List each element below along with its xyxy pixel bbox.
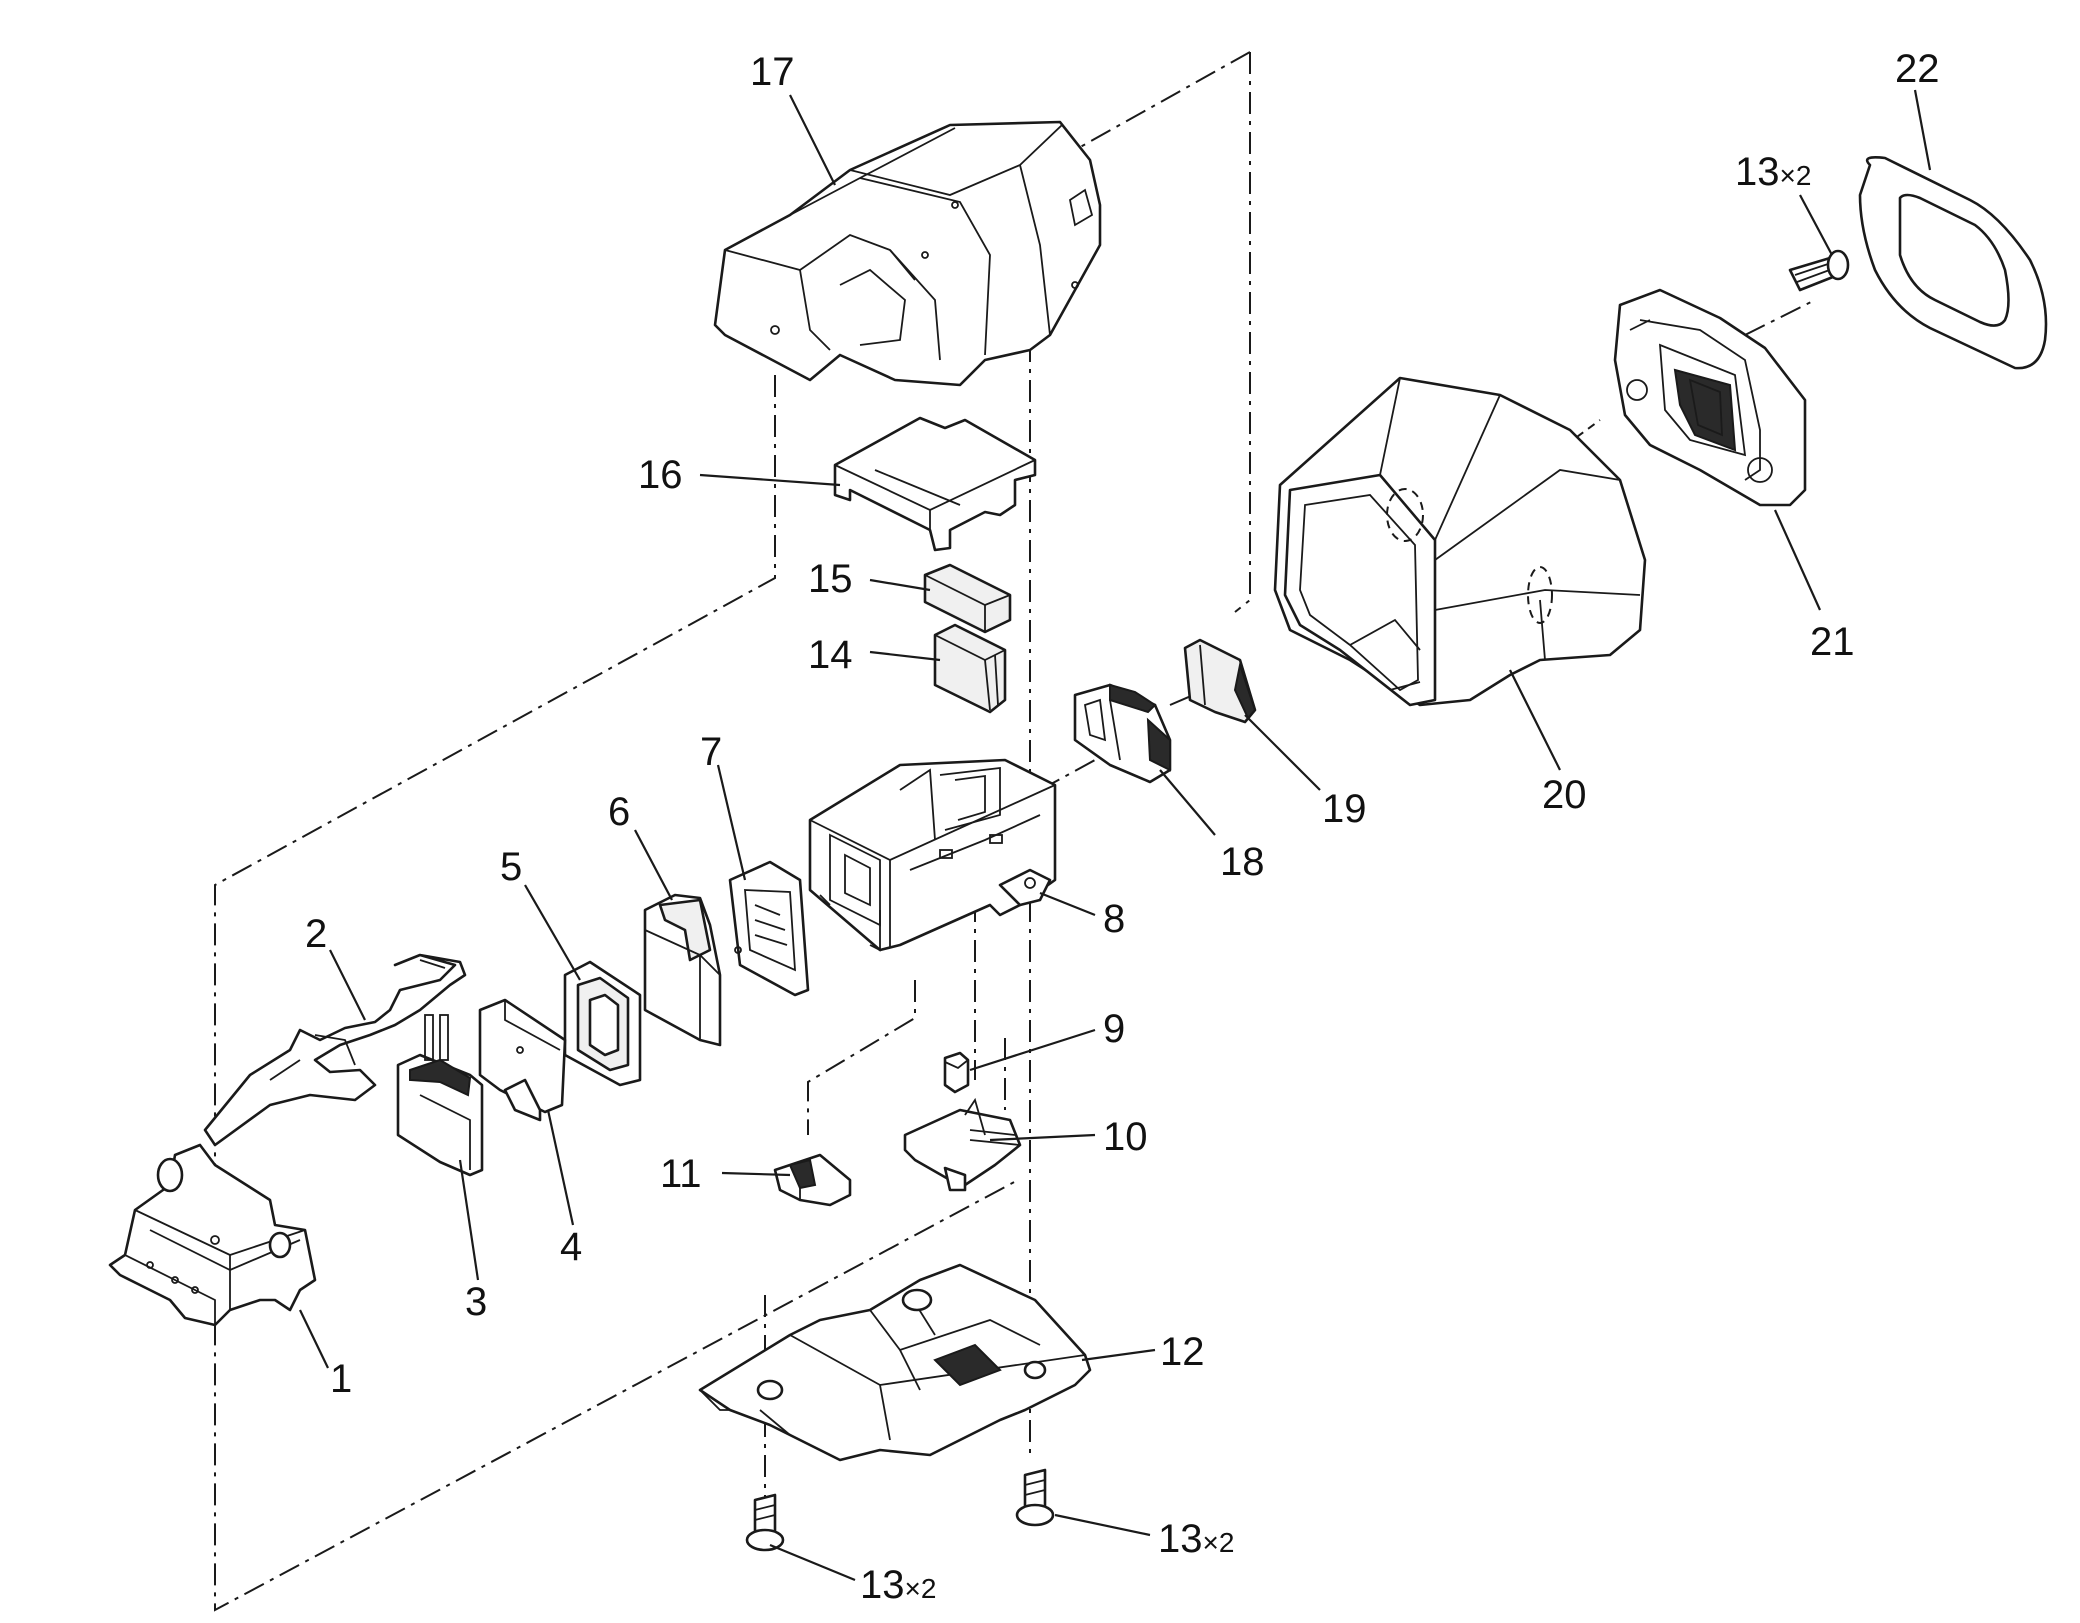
part-1-base-bracket [108, 1143, 317, 1327]
label-part-13-middle: 13×2 [1158, 1517, 1234, 1561]
label-part-11: 11 [660, 1152, 702, 1196]
label-part-13-top: 13×2 [1735, 150, 1811, 194]
part-22-eyecup-ring [1858, 156, 2048, 370]
part-14-pad [933, 623, 1007, 714]
label-part-18: 18 [1220, 840, 1265, 884]
label-part-4: 4 [560, 1225, 582, 1269]
label-part-2: 2 [305, 912, 327, 956]
part-3-display [396, 1014, 484, 1177]
part-21-eyepiece-frame [1613, 288, 1807, 507]
part-7-sheet [728, 860, 810, 997]
label-part-10: 10 [1103, 1115, 1148, 1159]
callout-labels: 1 2 3 4 5 6 7 8 9 10 11 12 13×2 13×2 13×… [305, 47, 1940, 1607]
label-part-19: 19 [1322, 787, 1367, 831]
label-part-13-bottom-multiplier: ×2 [905, 1573, 937, 1604]
label-part-7: 7 [700, 730, 722, 774]
part-12-bottom-cover [698, 1263, 1092, 1462]
leader-lines [299, 89, 1932, 1582]
part-8-main-frame [808, 758, 1057, 952]
label-part-20: 20 [1542, 773, 1587, 817]
label-part-5: 5 [500, 845, 522, 889]
label-part-22: 22 [1895, 47, 1940, 91]
label-part-12: 12 [1160, 1330, 1205, 1374]
part-11-clip [773, 1153, 852, 1207]
part-10-holder [903, 1097, 1022, 1192]
label-part-6: 6 [608, 790, 630, 834]
part-17-top-cover [713, 120, 1102, 387]
part-6-diffuser [643, 893, 722, 1047]
label-part-13-top-multiplier: ×2 [1780, 160, 1812, 191]
part-13-screw-top [1788, 249, 1850, 292]
label-part-21: 21 [1810, 620, 1855, 664]
part-13-screw-bottom [745, 1493, 785, 1552]
part-5-frame [563, 960, 642, 1087]
part-15-block [923, 563, 1012, 634]
label-part-13-top-number: 13 [1735, 150, 1780, 194]
label-part-13-bottom: 13×2 [860, 1563, 936, 1607]
label-part-16: 16 [638, 453, 683, 497]
label-part-17: 17 [750, 50, 795, 94]
part-18-assembly [1073, 683, 1172, 784]
part-13-screw-middle [1015, 1468, 1055, 1527]
label-part-13-middle-number: 13 [1158, 1517, 1203, 1561]
label-part-1: 1 [330, 1357, 352, 1401]
part-20-hood [1273, 376, 1647, 707]
part-2-flex-cable [203, 953, 467, 1147]
label-part-9: 9 [1103, 1007, 1125, 1051]
label-part-13-middle-multiplier: ×2 [1203, 1527, 1235, 1558]
label-part-14: 14 [808, 633, 853, 677]
part-9-switch [943, 1051, 970, 1094]
label-part-3: 3 [465, 1280, 487, 1324]
label-part-8: 8 [1103, 897, 1125, 941]
part-4-plate [478, 998, 567, 1122]
label-part-13-bottom-number: 13 [860, 1563, 905, 1607]
part-19-plate [1183, 638, 1257, 724]
label-part-15: 15 [808, 557, 853, 601]
part-16-bracket [833, 416, 1037, 552]
